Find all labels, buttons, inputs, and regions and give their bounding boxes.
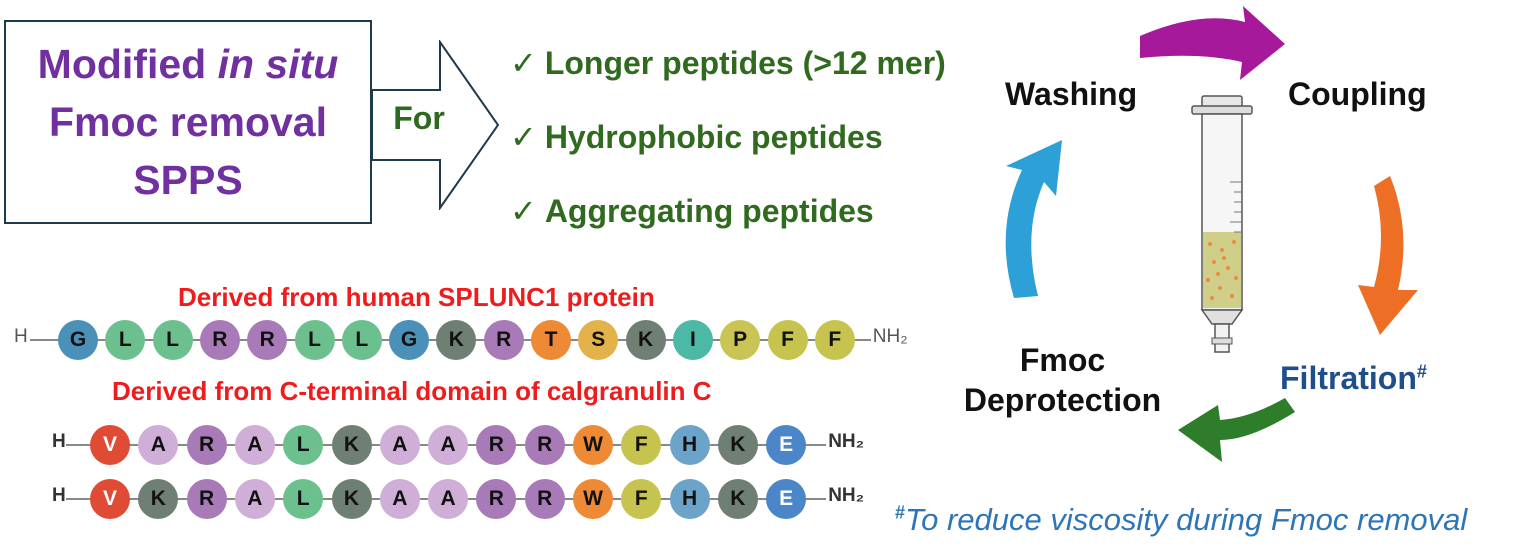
washing-label: Washing [1005, 76, 1138, 112]
deprotection-label: Fmoc Deprotection [963, 342, 1162, 418]
coupling-label: Coupling [1288, 76, 1427, 112]
residue-R: R [476, 425, 517, 465]
residue-P: P [720, 320, 761, 360]
residue-S: S [578, 320, 619, 360]
c-terminus: NH₂ [872, 326, 908, 347]
filtration-label: Filtration# [1280, 360, 1427, 396]
n-terminus: H [52, 431, 66, 452]
c-terminus: NH₂ [828, 431, 865, 452]
residue-G: G [389, 320, 430, 360]
residue-H: H [669, 425, 710, 465]
residue-F: F [621, 479, 662, 519]
residue-R: R [524, 425, 565, 465]
residue-L: L [294, 320, 335, 360]
peptide2-heading: Derived from C-terminal domain of calgra… [112, 376, 712, 406]
title-line2: Fmoc removal [49, 99, 327, 145]
benefit-item: ✓Aggregating peptides [510, 192, 874, 230]
residue-F: F [814, 320, 855, 360]
for-arrow-icon [372, 40, 500, 210]
residue-F: F [767, 320, 808, 360]
residue-L: L [105, 320, 146, 360]
reaction-vessel-icon [1191, 95, 1253, 353]
residue-R: R [199, 320, 240, 360]
residue-W: W [573, 425, 613, 465]
benefit-item: ✓Hydrophobic peptides [510, 118, 883, 156]
residue-I: I [672, 320, 713, 360]
residue-K: K [625, 320, 666, 360]
residue-K: K [331, 479, 372, 519]
arrow-blue-icon [1005, 140, 1062, 298]
residue-R: R [186, 479, 227, 519]
residue-A: A [234, 425, 275, 465]
cycle-arrows [1005, 6, 1418, 462]
residue-W: W [573, 479, 613, 519]
residue-K: K [717, 425, 758, 465]
residue-F: F [621, 425, 662, 465]
arrow-magenta-icon [1140, 6, 1285, 80]
check-icon: ✓ [510, 44, 537, 82]
residue-K: K [436, 320, 477, 360]
for-label: For [393, 100, 445, 136]
benefit-item: ✓Longer peptides (>12 mer) [510, 44, 946, 82]
title-box: Modified in situ Fmoc removal SPPS [4, 20, 372, 224]
residue-A: A [428, 425, 469, 465]
residue-R: R [247, 320, 288, 360]
n-terminus: H [14, 326, 28, 347]
residue-T: T [531, 320, 571, 360]
residue-K: K [138, 479, 179, 519]
residue-A: A [234, 479, 275, 519]
peptide1-heading: Derived from human SPLUNC1 protein [178, 282, 655, 312]
title-line3: SPPS [133, 157, 243, 203]
residue-H: H [669, 479, 710, 519]
check-icon: ✓ [510, 118, 537, 156]
residue-V: V [90, 425, 130, 465]
title-line1: Modified in situ [37, 41, 339, 87]
residue-A: A [379, 425, 420, 465]
title-italic: in situ [217, 41, 339, 87]
residue-A: A [138, 425, 179, 465]
residue-R: R [524, 479, 565, 519]
arrow-green-icon [1178, 398, 1295, 462]
residue-L: L [152, 320, 193, 360]
residue-L: L [283, 425, 324, 465]
residue-E: E [766, 479, 807, 519]
residue-L: L [283, 479, 324, 519]
residue-G: G [58, 320, 98, 360]
residue-R: R [186, 425, 227, 465]
c-terminus: NH₂ [828, 485, 865, 506]
footnote: #To reduce viscosity during Fmoc removal [895, 502, 1468, 537]
residue-R: R [476, 479, 517, 519]
residue-K: K [331, 425, 372, 465]
residue-A: A [379, 479, 420, 519]
check-icon: ✓ [510, 192, 537, 230]
n-terminus: H [52, 485, 66, 506]
residue-R: R [483, 320, 524, 360]
residue-V: V [90, 479, 130, 519]
residue-A: A [428, 479, 469, 519]
residue-L: L [341, 320, 382, 360]
residue-E: E [766, 425, 807, 465]
arrow-orange-icon [1358, 176, 1418, 335]
residue-K: K [717, 479, 758, 519]
